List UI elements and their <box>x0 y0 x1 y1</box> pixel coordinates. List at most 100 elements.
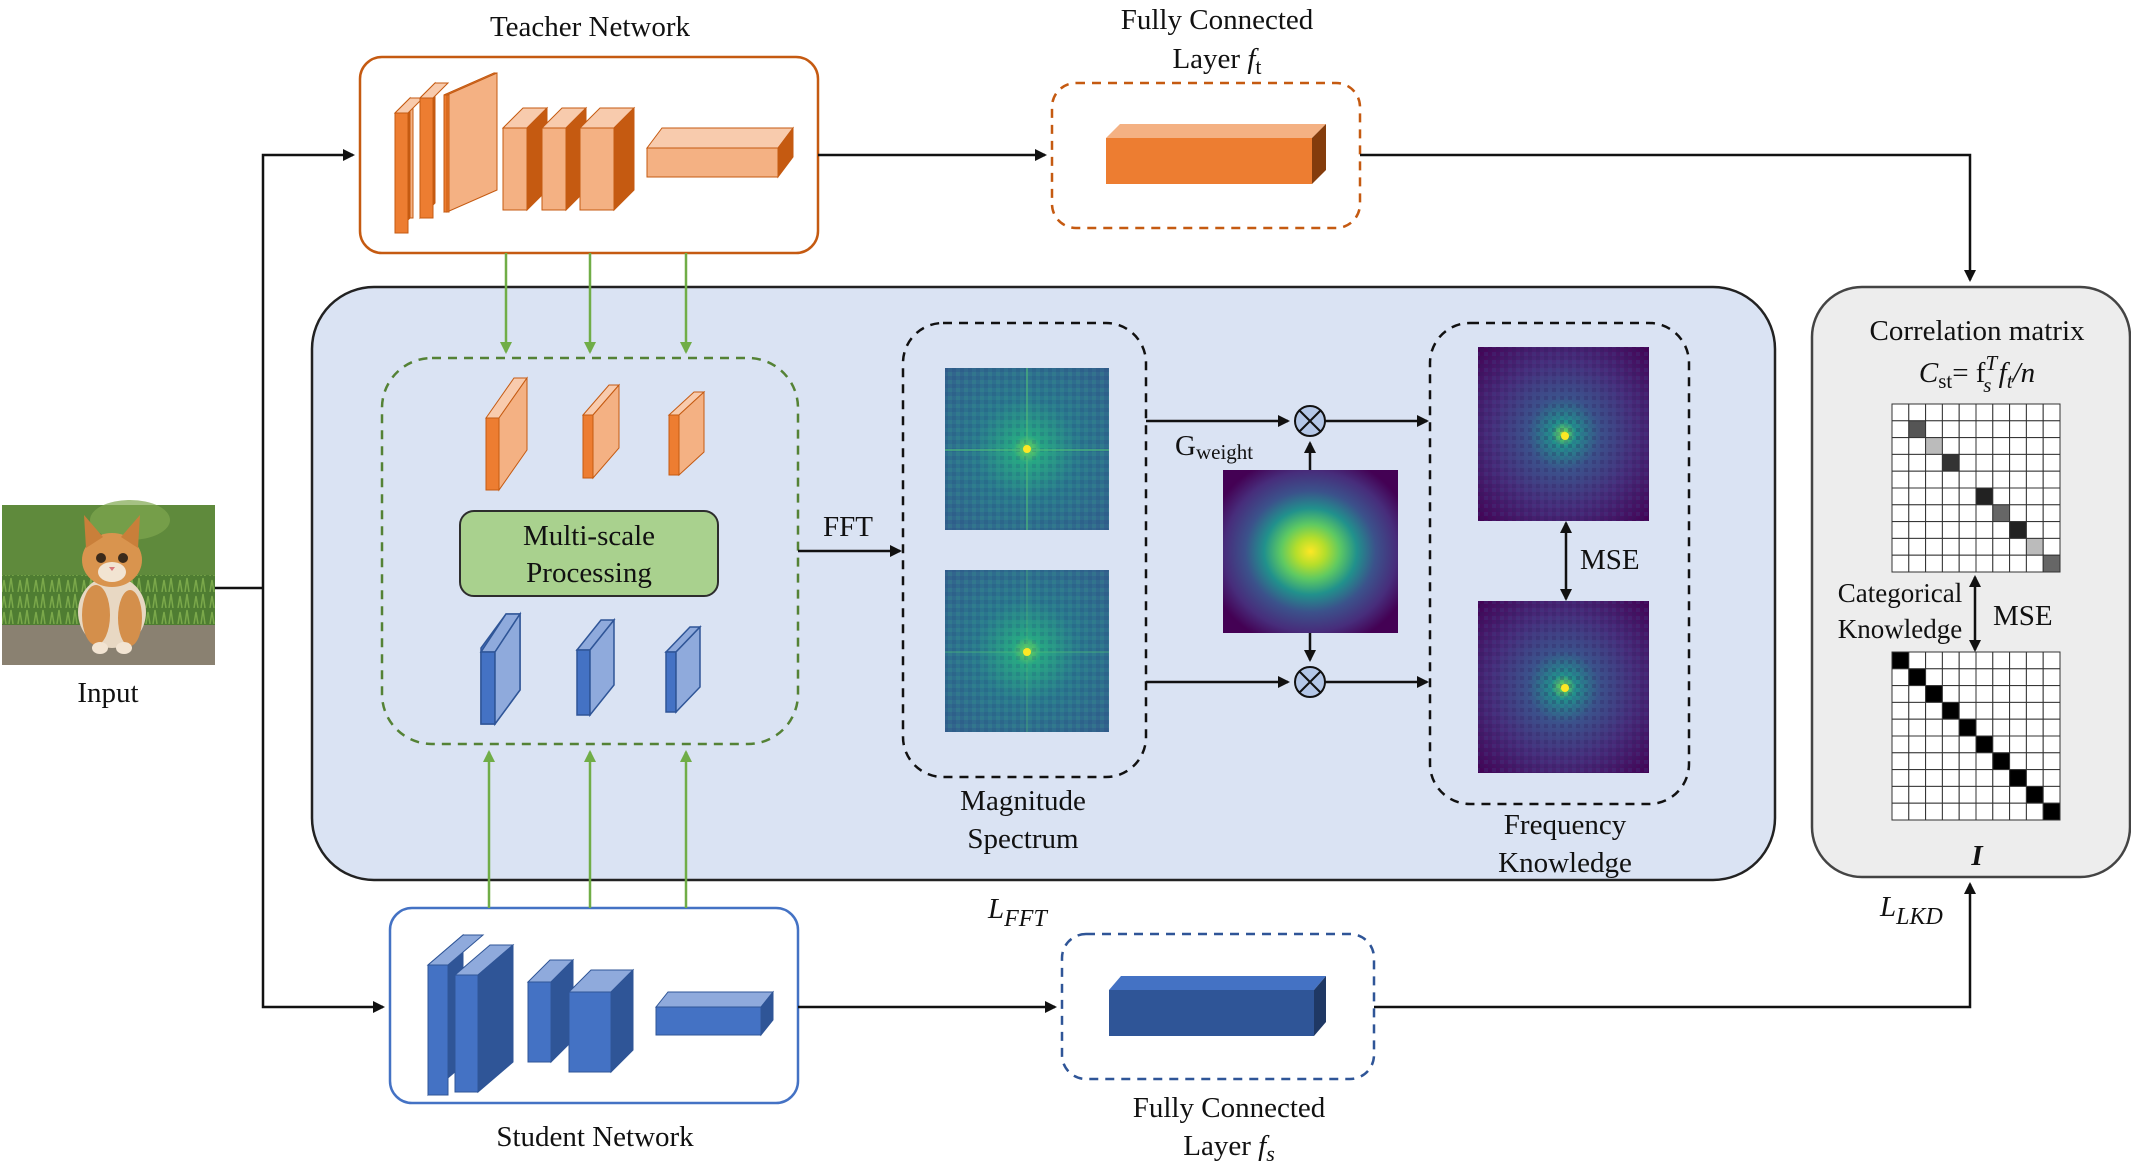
identity-matrix-cell <box>1941 752 1960 771</box>
identity-matrix-cell <box>1925 701 1943 720</box>
identity-matrix-cell <box>1992 701 2011 720</box>
identity-matrix-cell <box>2009 802 2027 821</box>
identity-matrix-cell <box>1891 685 1910 703</box>
identity-matrix-cell <box>2025 785 2044 804</box>
correlation-matrix-cell <box>1925 420 1943 439</box>
identity-matrix-cell <box>1891 785 1910 804</box>
identity-matrix-cell <box>2009 685 2027 703</box>
correlation-matrix-cell <box>2009 453 2027 472</box>
identity-matrix-cell <box>1941 802 1960 821</box>
teacher-feature-map <box>581 383 621 480</box>
correlation-matrix-cell <box>1925 487 1943 506</box>
identity-matrix-cell <box>1992 802 2011 821</box>
correlation-matrix-cell <box>2042 403 2061 422</box>
identity-matrix-cell <box>1958 735 1977 754</box>
correlation-matrix-cell <box>1891 504 1910 523</box>
identity-matrix-cell <box>1908 785 1927 804</box>
identity-matrix-cell <box>1908 651 1927 670</box>
correlation-matrix-cell <box>1908 537 1927 556</box>
l-fft-label: LFFT <box>987 893 1048 932</box>
correlation-matrix-cell <box>2009 521 2027 539</box>
student-conv-slab <box>453 943 515 1094</box>
correlation-matrix-cell <box>1958 420 1977 439</box>
identity-matrix-cell <box>1975 769 1994 787</box>
categorical-label-line2: Knowledge <box>1838 614 1962 644</box>
magnitude-label-line2: Spectrum <box>967 823 1079 855</box>
correlation-matrix-cell <box>2042 487 2061 506</box>
identity-matrix-cell <box>2009 668 2027 687</box>
correlation-matrix-cell <box>2025 437 2044 455</box>
teacher-conv-slab <box>418 81 450 220</box>
correlation-matrix-cell <box>1958 487 1977 506</box>
identity-matrix-cell <box>1941 769 1960 787</box>
identity-matrix-cell <box>2042 752 2061 771</box>
correlation-matrix-cell <box>2025 420 2044 439</box>
identity-matrix-cell <box>1925 718 1943 737</box>
identity-matrix-cell <box>1925 752 1943 771</box>
identity-matrix-cell <box>1891 802 1910 821</box>
identity-matrix-cell <box>2042 785 2061 804</box>
identity-matrix-cell <box>1941 735 1960 754</box>
correlation-matrix-cell <box>2025 537 2044 556</box>
identity-matrix-cell <box>1925 802 1943 821</box>
student-frequency-knowledge <box>1478 601 1649 773</box>
correlation-matrix-cell <box>1891 453 1910 472</box>
identity-matrix-cell <box>1908 769 1927 787</box>
identity-matrix-cell <box>1975 735 1994 754</box>
identity-matrix-cell <box>2009 752 2027 771</box>
correlation-matrix-cell <box>2042 554 2061 573</box>
identity-matrix-cell <box>1958 752 1977 771</box>
student-magnitude-spectrum <box>945 570 1109 732</box>
gweight-label: Gweight <box>1175 430 1253 464</box>
identity-matrix-cell <box>2025 735 2044 754</box>
correlation-matrix-cell <box>1908 437 1927 455</box>
magnitude-spectrum-box <box>901 321 1148 779</box>
correlation-matrix-cell <box>1975 470 1994 489</box>
correlation-matrix-cell <box>1908 554 1927 573</box>
identity-matrix-cell <box>2042 735 2061 754</box>
identity-matrix-cell <box>2025 718 2044 737</box>
correlation-matrix-cell <box>1992 453 2011 472</box>
student-network-title: Student Network <box>496 1121 694 1153</box>
correlation-matrix-cell <box>1941 437 1960 455</box>
correlation-matrix-cell <box>1925 437 1943 455</box>
identity-matrix-cell <box>1908 685 1927 703</box>
fc-teacher-block <box>1106 124 1326 184</box>
correlation-matrix-cell <box>1891 521 1910 539</box>
identity-matrix-cell <box>1891 651 1910 670</box>
circle-times-icon <box>1294 405 1326 437</box>
correlation-matrix-cell <box>2009 554 2027 573</box>
identity-matrix-cell <box>2025 685 2044 703</box>
multiscale-label-line1: Multi-scale <box>523 520 655 552</box>
correlation-matrix-cell <box>2025 453 2044 472</box>
identity-matrix-cell <box>2025 701 2044 720</box>
magnitude-label-line1: Magnitude <box>960 785 1086 817</box>
identity-matrix-cell <box>1925 785 1943 804</box>
identity-matrix-cell <box>2042 668 2061 687</box>
identity-matrix-cell <box>1958 785 1977 804</box>
teacher-feature-map <box>667 390 706 477</box>
identity-matrix-cell <box>1975 685 1994 703</box>
correlation-matrix-cell <box>1992 470 2011 489</box>
identity-matrix-cell <box>2042 769 2061 787</box>
identity-matrix-cell <box>2025 802 2044 821</box>
correlation-title: Correlation matrix <box>1869 315 2085 347</box>
correlation-matrix-cell <box>1891 420 1910 439</box>
identity-matrix-cell <box>2025 769 2044 787</box>
correlation-matrix-cell <box>1925 403 1943 422</box>
teacher-to-multiscale-arrows <box>500 253 692 354</box>
identity-matrix-cell <box>1941 685 1960 703</box>
teacher-frequency-knowledge <box>1478 347 1649 521</box>
fc-student-block <box>1109 976 1326 1036</box>
correlation-matrix-cell <box>1941 420 1960 439</box>
correlation-matrix-cell <box>1908 487 1927 506</box>
teacher-network-layers <box>393 72 794 234</box>
identity-matrix-cell <box>1975 752 1994 771</box>
correlation-matrix-cell <box>2042 521 2061 539</box>
identity-matrix-cell <box>1992 685 2011 703</box>
identity-matrix-cell <box>2042 651 2061 670</box>
teacher-magnitude-spectrum <box>945 368 1109 530</box>
correlation-matrix-cell <box>1975 403 1994 422</box>
teacher-feature-map <box>485 376 528 492</box>
correlation-matrix-cell <box>1908 504 1927 523</box>
